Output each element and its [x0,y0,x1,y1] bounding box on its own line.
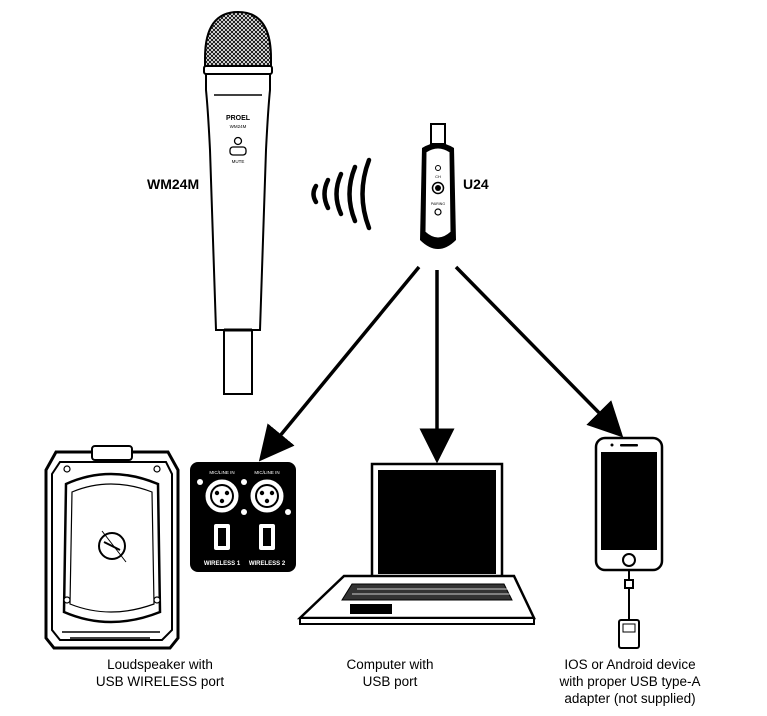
laptop-illustration [296,462,536,625]
mute-button [229,146,247,156]
smartphone-caption: IOS or Android device with proper USB ty… [559,657,701,706]
laptop-touchpad [350,604,392,614]
arrow-to-loudspeaker [258,265,421,462]
arrow-to-smartphone [454,265,624,438]
loudspeaker-caption: Loudspeaker with USB WIRELESS port [95,657,225,689]
wireless-port-panel: MIC/LINE IN MIC/LINE IN WIRELESS 1 WIREL… [190,462,296,572]
usb-receiver-illustration: CH PAIRING [420,123,456,249]
pairing-button [434,208,442,216]
phone-screen [601,452,657,550]
port-1-label: WIRELESS 1 [204,561,241,567]
connection-arrows [258,265,624,464]
mute-label: MUTE [232,159,245,164]
speaker-handle [91,445,133,461]
receiver-name: U24 [463,176,489,192]
home-button [622,553,636,567]
ch-label: CH [435,174,441,179]
laptop-screen [378,470,496,574]
laptop-keyboard [341,583,513,601]
mic-model-label: WM24M [230,124,247,129]
port-2-label: WIRELESS 2 [249,561,286,567]
loudspeaker-illustration [44,445,180,650]
pairing-label: PAIRING [431,202,445,206]
wireless-signal-icon [311,157,372,231]
microphone-name: WM24M [147,176,200,192]
microphone-illustration: PROEL WM24M MUTE [203,10,273,395]
panel-right-label: MIC/LINE IN [254,470,279,475]
panel-left-label: MIC/LINE IN [209,470,234,475]
computer-caption: Computer with USB port [346,657,434,689]
smartphone-illustration [594,436,664,649]
mic-brand-label: PROEL [226,115,251,122]
mic-indicator-icon [233,136,243,146]
